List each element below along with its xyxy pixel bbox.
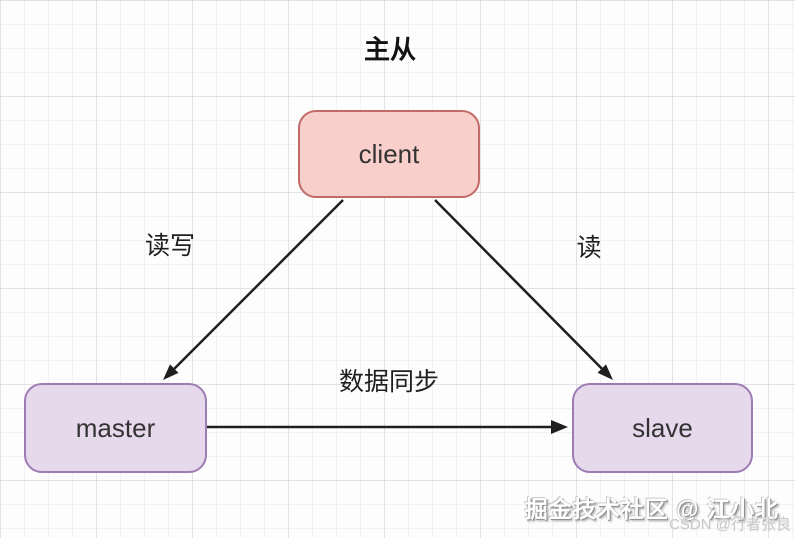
- node-slave: slave: [572, 383, 753, 473]
- edge-client-slave-line: [434, 199, 603, 370]
- watermark-juejin: 掘金技术社区 @ 江小北: [524, 496, 779, 522]
- edge-client-slave-arrowhead-icon: [597, 364, 613, 380]
- edge-master-slave-arrowhead-icon: [551, 420, 568, 434]
- node-master-label: master: [75, 412, 156, 443]
- node-slave-label: slave: [632, 412, 693, 443]
- diagram-title: 主从: [363, 34, 417, 65]
- node-master: master: [24, 383, 207, 473]
- edge-label-data-sync: 数据同步: [338, 368, 440, 396]
- watermark-csdn: CSDN @行者张良: [669, 516, 791, 533]
- node-client: client: [298, 110, 480, 198]
- edge-label-read-write: 读写: [144, 232, 196, 260]
- edge-client-master-line: [173, 199, 344, 370]
- edge-client-master-arrowhead-icon: [163, 364, 179, 380]
- node-client-label: client: [358, 138, 420, 169]
- edge-label-read: 读: [576, 234, 602, 262]
